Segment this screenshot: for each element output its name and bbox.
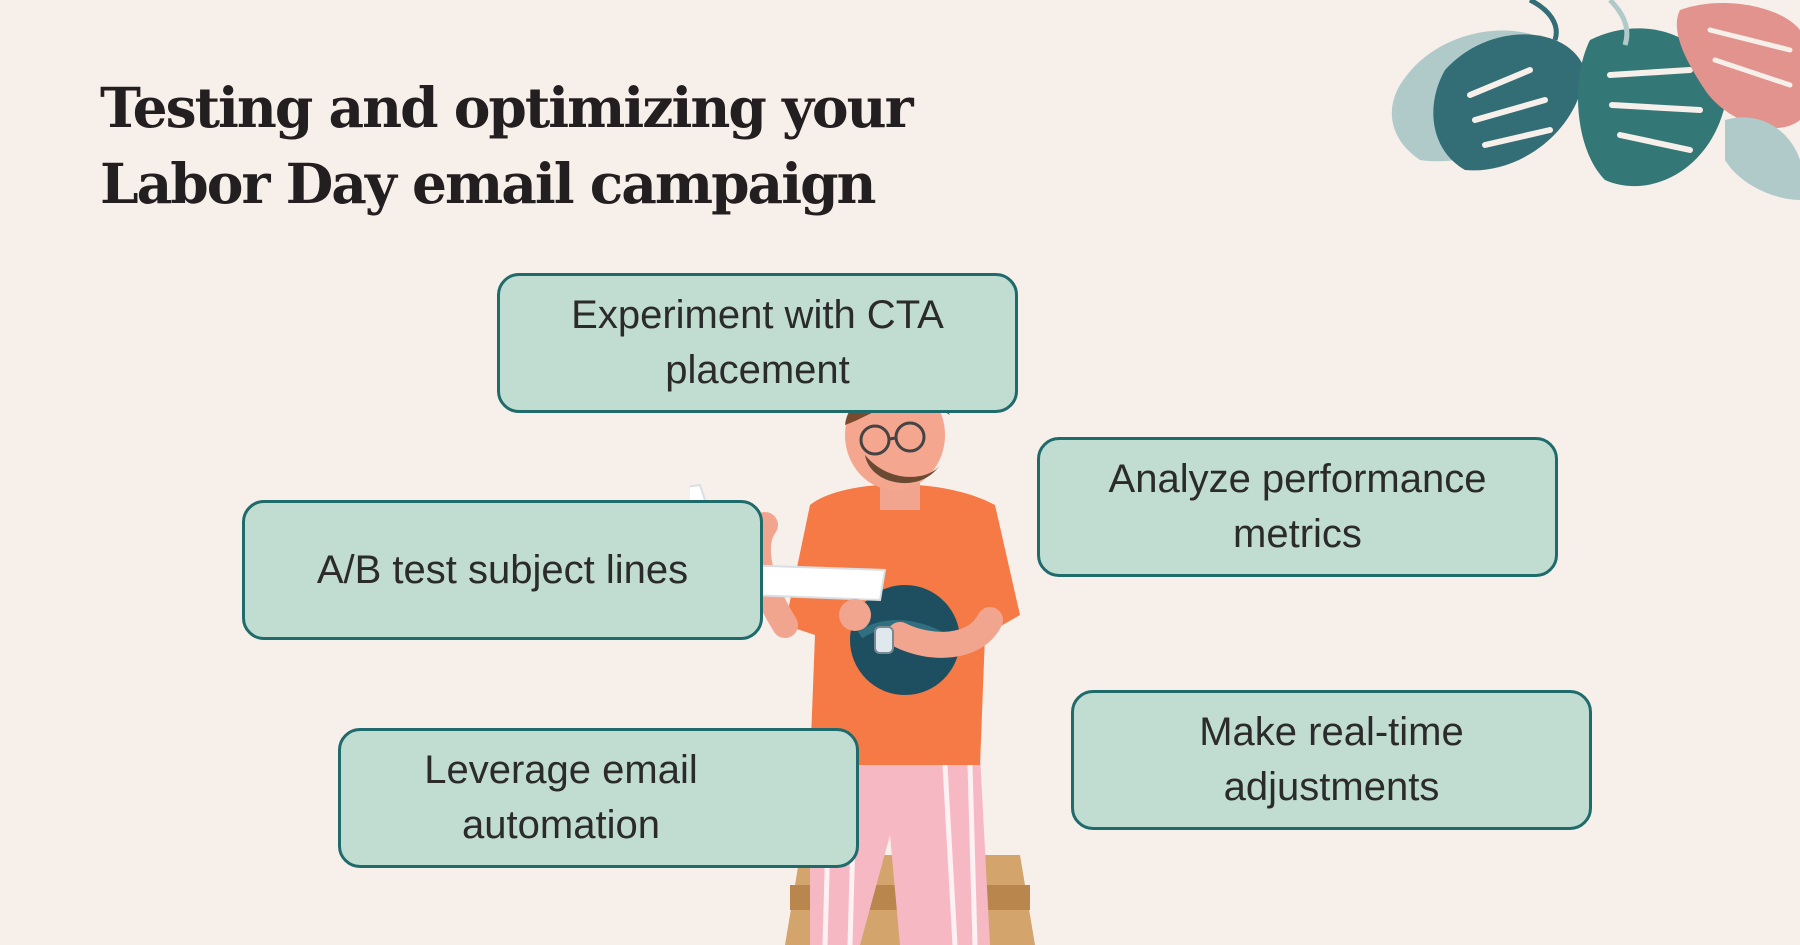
- monstera-leaves-illustration: [1391, 0, 1800, 200]
- card-email-automation-label: Leverage email automation: [424, 748, 698, 847]
- card-cta-placement: Experiment with CTA placement: [497, 273, 1018, 413]
- card-ab-test: A/B test subject lines: [242, 500, 763, 640]
- card-email-automation: Leverage email automation: [338, 728, 859, 868]
- card-analyze-metrics-label: Analyze performance metrics: [1108, 457, 1487, 556]
- title-line-1: Testing and optimizing your: [100, 75, 914, 140]
- card-analyze-metrics: Analyze performance metrics: [1037, 437, 1558, 577]
- card-real-time-adjustments-label: Make real-time adjustments: [1199, 710, 1464, 809]
- title-line-2: Labor Day email campaign: [100, 151, 877, 216]
- card-cta-placement-label: Experiment with CTA placement: [571, 293, 944, 392]
- card-ab-test-label: A/B test subject lines: [316, 547, 689, 592]
- card-real-time-adjustments: Make real-time adjustments: [1071, 690, 1592, 830]
- page-title: Testing and optimizing your Labor Day em…: [100, 70, 914, 222]
